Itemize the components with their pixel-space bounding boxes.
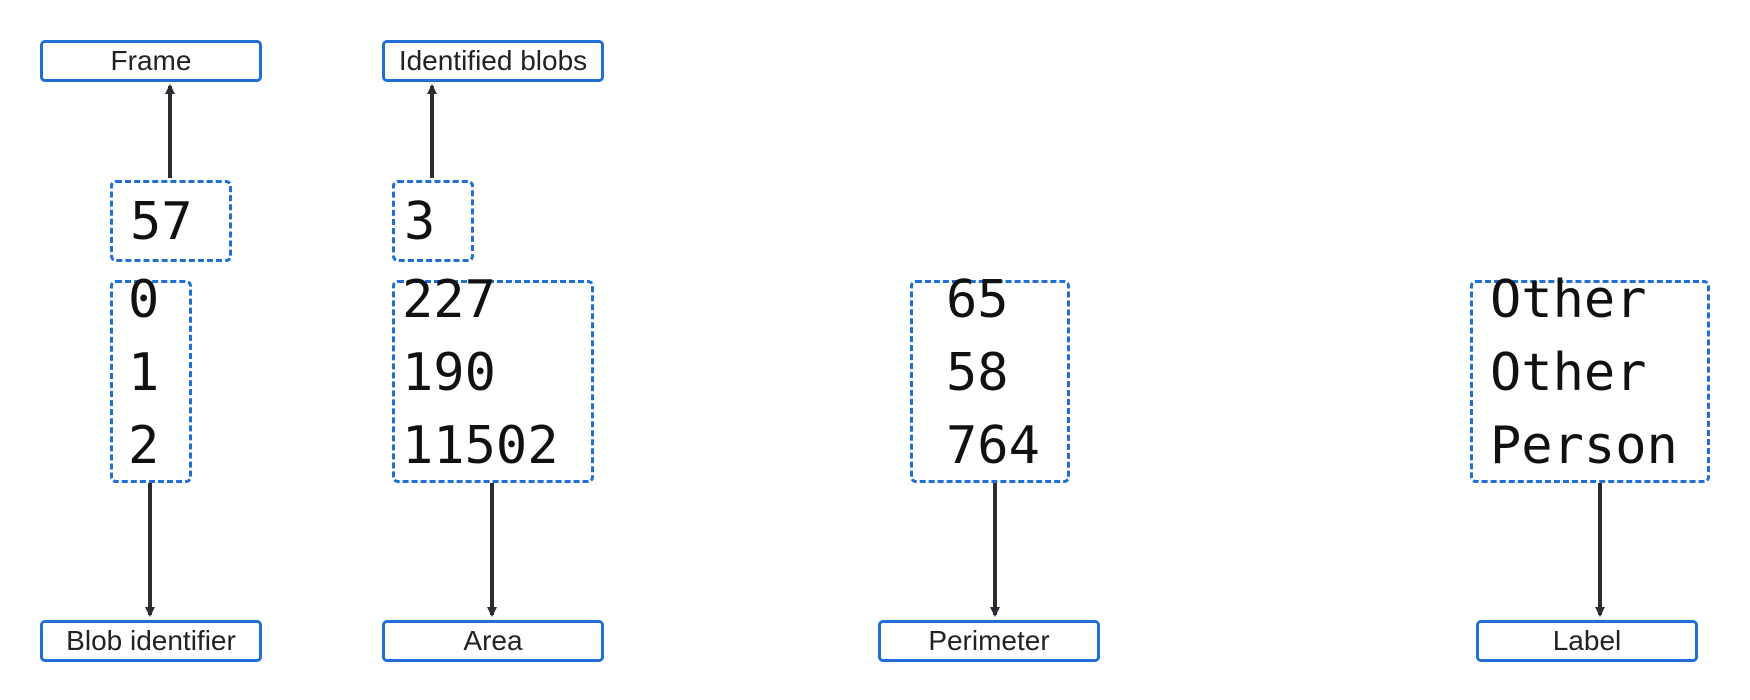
blob-id-value: 2	[128, 416, 160, 476]
blob-count-box	[392, 180, 474, 262]
area-column-box	[392, 280, 594, 483]
perimeter-value: 65	[946, 270, 1009, 330]
label-label-box: Label	[1476, 620, 1698, 662]
label-value: Other	[1490, 270, 1647, 330]
label-value: Other	[1490, 343, 1647, 403]
blob-identifier-label-box: Blob identifier	[40, 620, 262, 662]
area-value: 11502	[402, 416, 559, 476]
perimeter-column-box	[910, 280, 1070, 483]
blob-count-value: 3	[404, 192, 436, 252]
perimeter-value: 764	[946, 416, 1040, 476]
blob-id-value: 1	[128, 343, 160, 403]
perimeter-label-box: Perimeter	[878, 620, 1100, 662]
frame-label-box: Frame	[40, 40, 262, 82]
label-value: Person	[1490, 416, 1678, 476]
label-column-box	[1470, 280, 1710, 483]
area-label-box: Area	[382, 620, 604, 662]
frame-value: 57	[130, 192, 193, 252]
frame-value-box	[110, 180, 232, 262]
blob-id-value: 0	[128, 270, 160, 330]
area-value: 190	[402, 343, 496, 403]
blob-id-column-box	[110, 280, 192, 483]
perimeter-value: 58	[946, 343, 1009, 403]
area-value: 227	[402, 270, 496, 330]
identified-blobs-label-box: Identified blobs	[382, 40, 604, 82]
